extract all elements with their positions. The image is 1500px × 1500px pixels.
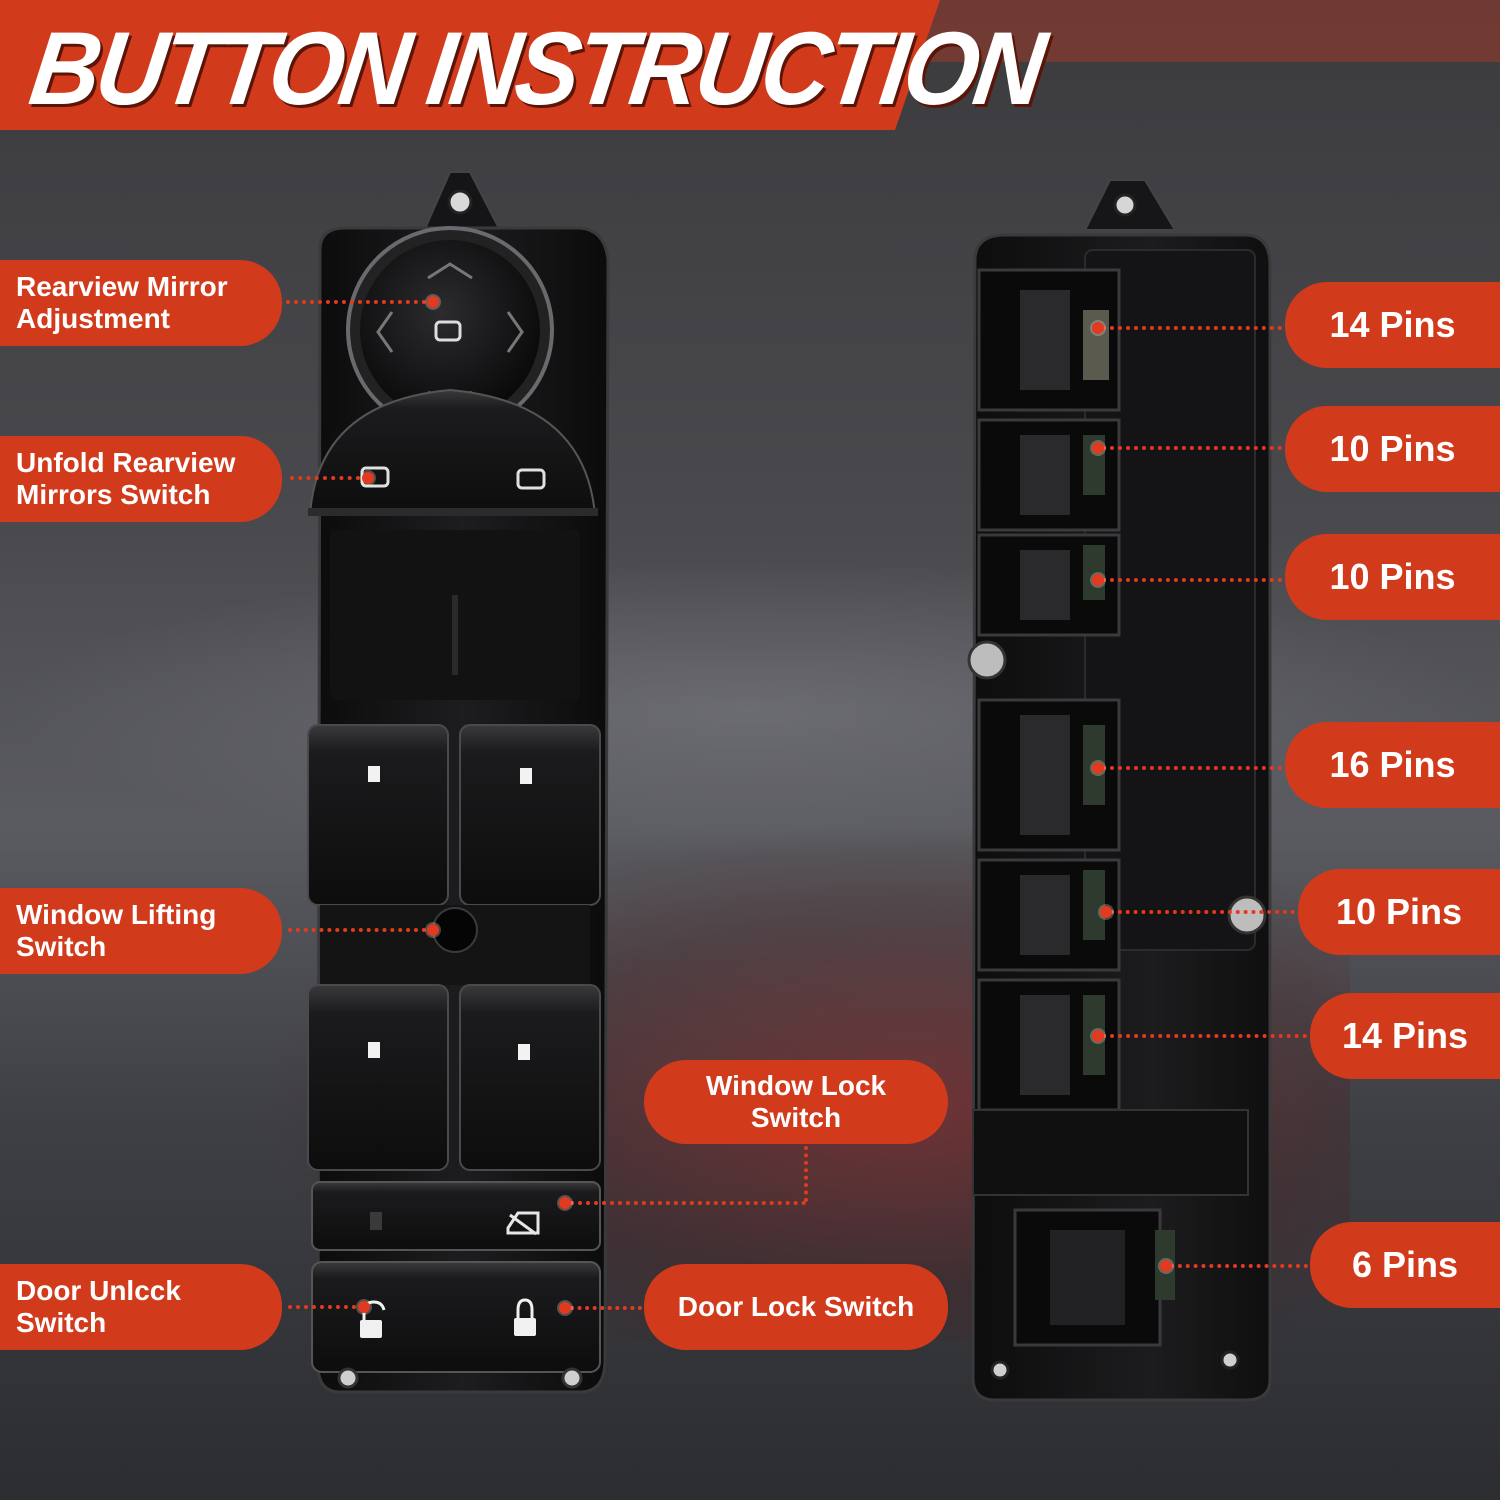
pin-label-text: 10 Pins <box>1329 428 1456 469</box>
title-banner: BUTTON INSTRUCTION <box>0 0 1049 130</box>
callout-dot <box>1160 1260 1172 1272</box>
label-unfold-mirrors-switch: Unfold Rearview Mirrors Switch <box>0 436 282 522</box>
leader-line <box>1102 326 1282 330</box>
leader-line <box>804 1146 808 1202</box>
callout-dot <box>1092 1030 1104 1042</box>
callout-dot <box>559 1197 571 1209</box>
banner-shape <box>0 0 940 130</box>
label-text: Door Unlcck Switch <box>16 1275 181 1338</box>
pin-label: 14 Pins <box>1285 282 1500 368</box>
leader-line <box>1102 578 1282 582</box>
leader-line <box>570 1201 806 1205</box>
leader-line <box>286 300 426 304</box>
label-door-unlock-switch: Door Unlcck Switch <box>0 1264 282 1350</box>
callout-dot <box>427 296 439 308</box>
callout-dot <box>1092 574 1104 586</box>
page-title: BUTTON INSTRUCTION <box>23 11 1049 127</box>
pin-label-text: 14 Pins <box>1329 304 1456 345</box>
label-window-lifting-switch: Window Lifting Switch <box>0 888 282 974</box>
pin-label: 6 Pins <box>1310 1222 1500 1308</box>
leader-line <box>570 1306 642 1310</box>
leader-line <box>1102 766 1282 770</box>
banner-stripe <box>900 0 1500 62</box>
callout-dot <box>1092 322 1104 334</box>
label-window-lock-switch: Window Lock Switch <box>644 1060 948 1144</box>
leader-line <box>1102 446 1282 450</box>
label-text: Window Lifting Switch <box>16 899 217 962</box>
label-text: Rearview Mirror Adjustment <box>16 271 228 334</box>
callout-dot <box>427 924 439 936</box>
leader-line <box>1102 1034 1307 1038</box>
label-door-lock-switch: Door Lock Switch <box>644 1264 948 1350</box>
callout-dot <box>559 1302 571 1314</box>
callout-dot <box>1092 762 1104 774</box>
leader-line <box>288 928 426 932</box>
callout-dot <box>1092 442 1104 454</box>
switch-back-view <box>965 180 1280 1405</box>
label-text: Door Lock Switch <box>677 1291 915 1322</box>
pin-label-text: 6 Pins <box>1351 1244 1459 1285</box>
label-text: Window Lock Switch <box>705 1070 887 1133</box>
leader-line <box>290 476 360 480</box>
pin-label: 10 Pins <box>1285 406 1500 492</box>
back-panel-svg <box>967 180 1272 1402</box>
pin-label-text: 14 Pins <box>1341 1015 1469 1056</box>
front-panel-svg <box>307 171 610 1394</box>
pin-label-text: 10 Pins <box>1329 556 1456 597</box>
pin-label-text: 16 Pins <box>1329 744 1456 785</box>
pin-label: 10 Pins <box>1298 869 1500 955</box>
callout-dot <box>1100 906 1112 918</box>
leader-line <box>1110 910 1295 914</box>
leader-line <box>1170 1264 1308 1268</box>
pin-label-text: 10 Pins <box>1335 891 1463 932</box>
switch-front-view <box>300 170 620 1400</box>
callout-dot <box>358 1301 370 1313</box>
label-rearview-mirror-adjustment: Rearview Mirror Adjustment <box>0 260 282 346</box>
pin-label: 10 Pins <box>1285 534 1500 620</box>
pin-label: 14 Pins <box>1310 993 1500 1079</box>
leader-line <box>288 1305 356 1309</box>
pin-label: 16 Pins <box>1285 722 1500 808</box>
label-text: Unfold Rearview Mirrors Switch <box>16 447 236 510</box>
callout-dot <box>362 472 374 484</box>
